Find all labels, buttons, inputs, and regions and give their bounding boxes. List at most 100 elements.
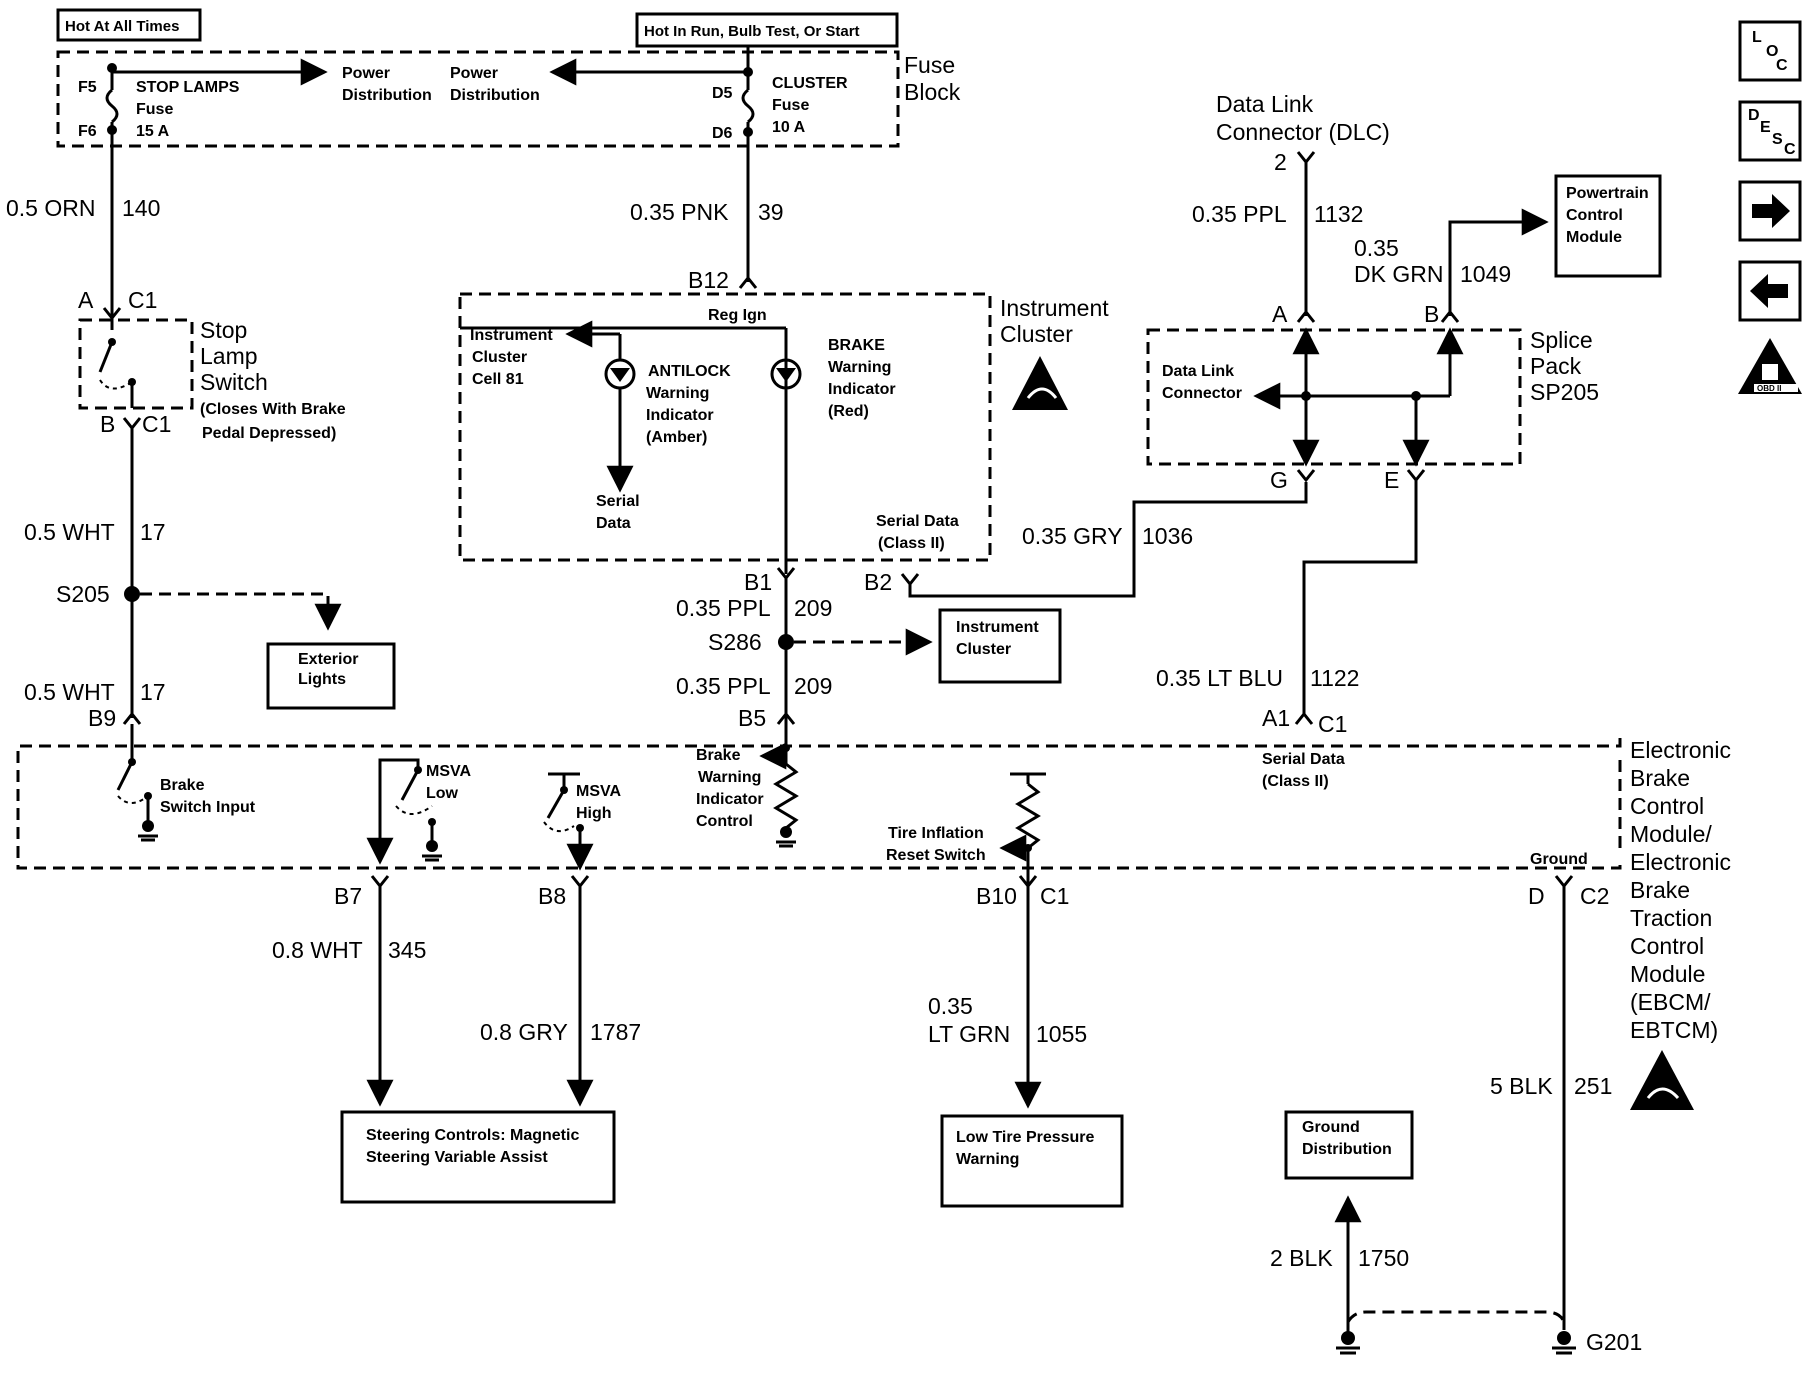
splice-pack-outline [1146,328,1522,466]
svg-text:Instrument: Instrument [470,327,553,344]
ebcm-pin-b10: B10 [976,883,1017,909]
svg-text:MSVA: MSVA [576,783,621,800]
svg-text:1132: 1132 [1314,201,1363,227]
ground-distribution-box: Ground Distribution [1284,1110,1414,1180]
svg-text:Brake: Brake [1630,877,1690,903]
svg-text:Cluster: Cluster [1000,321,1073,347]
svg-text:Data Link: Data Link [1216,91,1314,117]
svg-text:Splice: Splice [1530,327,1593,353]
svg-text:140: 140 [122,195,160,221]
svg-text:Reset Switch: Reset Switch [886,847,986,864]
ground-icon-g201 [1552,1331,1576,1355]
loc-icon[interactable]: L O C [1738,20,1802,82]
svg-text:Indicator: Indicator [696,791,764,808]
desc-icon[interactable]: D E S C [1738,100,1802,162]
svg-text:Serial Data: Serial Data [876,513,959,530]
svg-text:Switch: Switch [200,369,268,395]
wire-17-label-a: 0.5 WHT 17 [24,519,166,545]
svg-text:Power: Power [342,65,390,82]
svg-text:1036: 1036 [1142,523,1193,549]
svg-text:High: High [576,805,612,822]
svg-text:0.35 PNK: 0.35 PNK [630,199,729,225]
svg-text:0.8 GRY: 0.8 GRY [480,1019,568,1045]
ebcm-title: Electronic Brake Control Module/ Electro… [1630,737,1731,1043]
svg-text:Data Link: Data Link [1162,363,1234,380]
wire-1750-label: 2 BLK 1750 [1270,1245,1409,1271]
svg-text:Control: Control [1630,793,1704,819]
fuse-f6-label: F6 [78,123,97,140]
svg-text:Warning: Warning [956,1151,1019,1168]
svg-text:Cluster: Cluster [956,641,1011,658]
stop-lamp-switch-title: Stop Lamp Switch [200,317,268,395]
svg-text:Fuse: Fuse [772,97,809,114]
svg-text:EBTCM): EBTCM) [1630,1017,1718,1043]
splice-s286-dot [778,634,794,650]
stop-lamps-fuse-label: STOP LAMPS Fuse 15 A [136,79,240,140]
svg-text:Switch Input: Switch Input [160,799,256,816]
svg-text:Warning: Warning [646,385,709,402]
esd-icon-cluster [1012,356,1068,410]
svg-text:LT GRN: LT GRN [928,1021,1010,1047]
instrument-cluster-cell-label: Instrument Cluster Cell 81 [470,327,553,388]
svg-text:Indicator: Indicator [646,407,714,424]
svg-text:Fuse: Fuse [904,52,955,78]
arrow-left-icon[interactable] [1738,260,1802,322]
svg-text:Ground: Ground [1302,1119,1360,1136]
svg-text:Tire Inflation: Tire Inflation [888,825,984,842]
brake-led-icon [770,358,802,390]
svg-text:ANTILOCK: ANTILOCK [648,363,731,380]
low-tire-pressure-box: Low Tire Pressure Warning [940,1114,1124,1208]
splice-s205-label: S205 [56,581,110,607]
svg-text:OBD II: OBD II [1757,384,1781,393]
stop-switch-pin-b: B [100,411,115,437]
svg-text:(Class II): (Class II) [878,535,945,552]
svg-text:(EBCM/: (EBCM/ [1630,989,1711,1015]
hot-all-times-label: Hot At All Times [56,8,202,42]
ebcm-pin-a1: A1 [1262,705,1290,731]
msva-low-switch-icon [400,769,420,801]
svg-text:Hot At All Times: Hot At All Times [65,18,179,35]
svg-text:1787: 1787 [590,1019,641,1045]
svg-text:10 A: 10 A [772,119,806,136]
ebcm-pin-b7: B7 [334,883,362,909]
svg-text:Module/: Module/ [1630,821,1712,847]
brake-switch-input-label: Brake Switch Input [160,777,256,816]
svg-text:Brake: Brake [1630,765,1690,791]
svg-text:5 BLK: 5 BLK [1490,1073,1553,1099]
svg-text:Module: Module [1630,961,1705,987]
stop-lamp-switch-note: (Closes With Brake Pedal Depressed) [200,401,346,442]
splice-pack-pin-e: E [1384,467,1399,493]
svg-text:0.35: 0.35 [1354,235,1399,261]
stop-switch-c1-top: C1 [128,287,157,313]
svg-text:1055: 1055 [1036,1021,1087,1047]
svg-text:Fuse: Fuse [136,101,173,118]
svg-text:Electronic: Electronic [1630,849,1731,875]
cluster-fuse-icon [741,88,755,124]
fuse-d6-label: D6 [712,125,733,142]
svg-text:Pedal Depressed): Pedal Depressed) [202,425,336,442]
svg-text:209: 209 [794,595,832,621]
obd-ii-icon[interactable]: OBD II [1738,338,1802,394]
svg-text:(Class II): (Class II) [1262,773,1329,790]
svg-text:0.8 WHT: 0.8 WHT [272,937,363,963]
wire-17-label-b: 0.5 WHT 17 [24,679,166,705]
msva-high-switch-icon [546,789,566,819]
svg-text:Data: Data [596,515,631,532]
svg-text:Block: Block [904,79,961,105]
brake-switch-contact-icon [116,761,134,791]
svg-text:Steering Variable Assist: Steering Variable Assist [366,1149,548,1166]
power-distribution-label-1: Power Distribution [342,65,432,104]
instrument-cluster-title: Instrument Cluster [1000,295,1109,347]
svg-text:Serial: Serial [596,493,640,510]
svg-text:Brake: Brake [696,747,741,764]
ebcm-pin-b5: B5 [738,705,766,731]
wire-345-label: 0.8 WHT 345 [272,937,426,963]
hot-in-run-label: Hot In Run, Bulb Test, Or Start [635,12,899,48]
splice-pack-pin-b: B [1424,301,1439,327]
arrow-right-icon[interactable] [1738,180,1802,242]
tire-inflation-label: Tire Inflation Reset Switch [886,825,986,864]
pcm-box: Powertrain Control Module [1554,174,1662,278]
msva-low-label: MSVA Low [426,763,471,802]
ground-icon-4 [1336,1331,1360,1355]
